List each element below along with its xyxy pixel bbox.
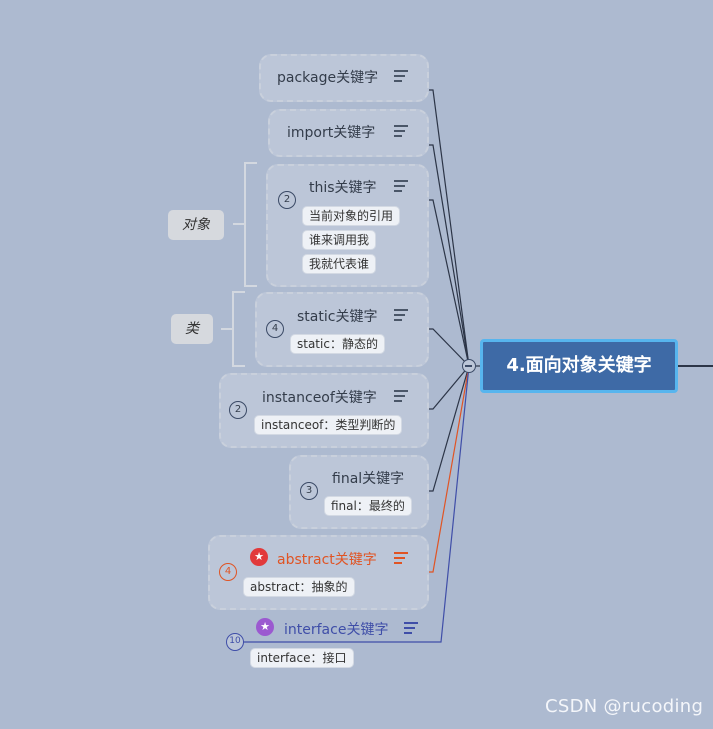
star-marker-icon: ★ <box>250 548 268 566</box>
topic-package-box[interactable] <box>259 54 429 102</box>
subtopic-item[interactable]: 谁来调用我 <box>302 230 377 250</box>
note-icon[interactable] <box>394 390 408 402</box>
subtopic-item[interactable]: 当前对象的引用 <box>302 206 401 226</box>
bracket-class <box>221 291 245 367</box>
topic-package-title[interactable]: package关键字 <box>277 70 379 86</box>
topic-abstract-box[interactable] <box>208 535 429 610</box>
topic-instanceof-title[interactable]: instanceof关键字 <box>262 390 377 406</box>
collapse-count-badge[interactable]: 2 <box>278 191 296 209</box>
subtopic-item[interactable]: static：静态的 <box>290 334 385 354</box>
root-topic[interactable]: 4.面向对象关键字 <box>480 339 678 393</box>
note-icon[interactable] <box>394 552 408 564</box>
topic-static-box[interactable] <box>255 292 429 367</box>
collapse-toggle-icon[interactable] <box>462 359 476 373</box>
subtopic-item[interactable]: instanceof：类型判断的 <box>254 415 403 435</box>
topic-instanceof-box[interactable] <box>219 373 429 448</box>
topic-final-title[interactable]: final关键字 <box>332 471 405 487</box>
connector-interface <box>243 365 470 643</box>
topic-this-title[interactable]: this关键字 <box>309 180 377 196</box>
topic-interface-title[interactable]: interface关键字 <box>284 622 389 638</box>
subtopic-item[interactable]: interface：接口 <box>250 648 354 668</box>
bracket-object <box>233 162 257 287</box>
watermark: CSDN @rucoding <box>545 696 704 717</box>
note-icon[interactable] <box>404 622 418 634</box>
star-marker-icon: ★ <box>256 618 274 636</box>
label-object[interactable]: 对象 <box>168 210 224 240</box>
topic-static-title[interactable]: static关键字 <box>297 309 378 325</box>
note-icon[interactable] <box>394 125 408 137</box>
collapse-count-badge[interactable]: 10 <box>226 633 244 651</box>
collapse-count-badge[interactable]: 4 <box>219 563 237 581</box>
collapse-count-badge[interactable]: 2 <box>229 401 247 419</box>
topic-import-title[interactable]: import关键字 <box>287 125 376 141</box>
topic-import-box[interactable] <box>268 109 429 157</box>
subtopic-item[interactable]: abstract：抽象的 <box>243 577 355 597</box>
label-class[interactable]: 类 <box>171 314 213 344</box>
note-icon[interactable] <box>394 309 408 321</box>
collapse-count-badge[interactable]: 4 <box>266 320 284 338</box>
note-icon[interactable] <box>394 180 408 192</box>
topic-abstract-title[interactable]: abstract关键字 <box>277 552 377 568</box>
subtopic-item[interactable]: final：最终的 <box>324 496 412 516</box>
note-icon[interactable] <box>394 70 408 82</box>
collapse-count-badge[interactable]: 3 <box>300 482 318 500</box>
subtopic-item[interactable]: 我就代表谁 <box>302 254 377 274</box>
